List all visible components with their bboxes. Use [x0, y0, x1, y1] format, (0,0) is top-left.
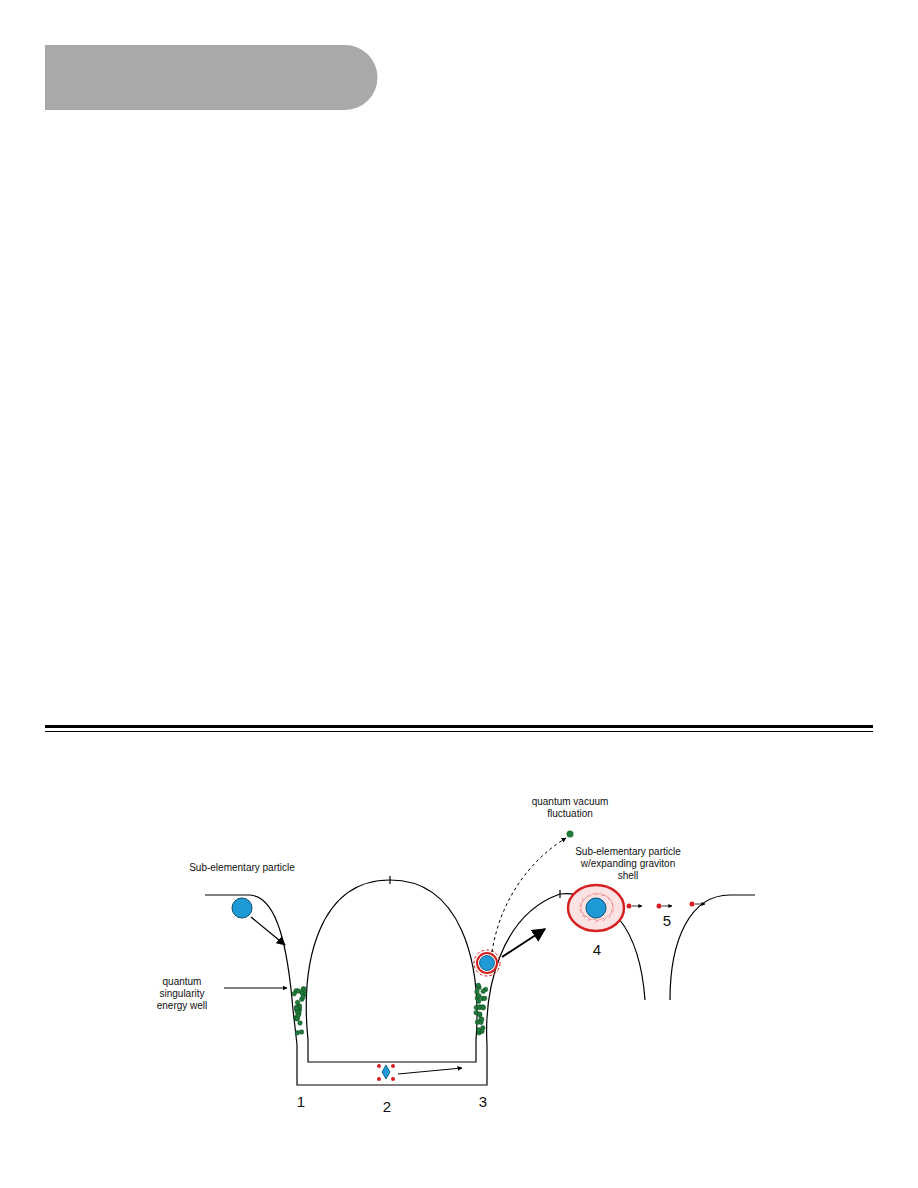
particle: [232, 898, 252, 918]
callout-number: 3: [475, 1093, 491, 1110]
leader-line: [224, 988, 287, 989]
vacuum-dot: [481, 1006, 486, 1011]
dome: [306, 880, 477, 1062]
callout-number: 1: [293, 1093, 309, 1110]
vacuum-dot: [482, 996, 487, 1001]
vacuum-dot: [298, 1021, 303, 1026]
part-label: Sub-elementary particle w/expanding grav…: [572, 846, 684, 882]
graviton-shell: [568, 885, 624, 931]
arrow: [398, 1068, 462, 1074]
vacuum-dot: [481, 1005, 486, 1010]
emerging-particle: [474, 950, 500, 976]
shell-texture: [587, 919, 597, 921]
vacuum-dot: [476, 983, 481, 988]
vacuum-dot: [477, 1012, 482, 1017]
shell-texture: [583, 894, 590, 901]
shell-texture: [603, 914, 610, 921]
vacuum-dot: [296, 1013, 301, 1018]
dotted-arrow: [492, 838, 566, 952]
vacuum-dot: [477, 993, 482, 998]
vacuum-dot: [481, 989, 486, 994]
vacuum-dot: [295, 1030, 300, 1035]
shell-texture: [595, 919, 604, 923]
surface-line: [670, 895, 755, 1000]
shell-texture: [588, 893, 597, 897]
vacuum-dot: [292, 992, 297, 997]
shell-texture: [602, 895, 611, 900]
vacuum-particle: [567, 831, 574, 838]
part-label: quantum vacuum fluctuation: [525, 796, 615, 820]
rule-thick: [45, 725, 873, 728]
vacuum-dot: [295, 1000, 300, 1005]
vacuum-dot: [299, 1030, 304, 1035]
vacuum-dot: [476, 1028, 481, 1033]
tunnel-particle: [377, 1064, 395, 1081]
arrow: [251, 917, 285, 945]
shell-texture: [579, 910, 585, 918]
vacuum-dot: [479, 1017, 484, 1022]
rule-thin: [45, 731, 873, 732]
vacuum-dot: [302, 987, 307, 992]
vacuum-cluster: [292, 983, 488, 1035]
shell-texture: [582, 916, 591, 921]
arrow: [502, 929, 545, 957]
header-tab: [45, 45, 378, 110]
callout-number: 2: [379, 1098, 395, 1115]
vacuum-dot: [476, 999, 481, 1004]
shell-texture: [580, 898, 583, 908]
graviton: [627, 902, 706, 909]
shell-texture: [608, 898, 614, 906]
vacuum-dot: [294, 1006, 299, 1011]
callout-number: 4: [589, 941, 605, 958]
callout-number: 5: [659, 912, 675, 929]
break-mark: [390, 876, 560, 898]
shell-texture: [609, 909, 612, 919]
vacuum-dot: [301, 995, 306, 1000]
part-label: quantum singularity energy well: [144, 976, 220, 1012]
shell-texture: [579, 903, 581, 913]
vacuum-dot: [477, 1012, 482, 1017]
part-label: Sub-elementary particle: [177, 862, 307, 874]
